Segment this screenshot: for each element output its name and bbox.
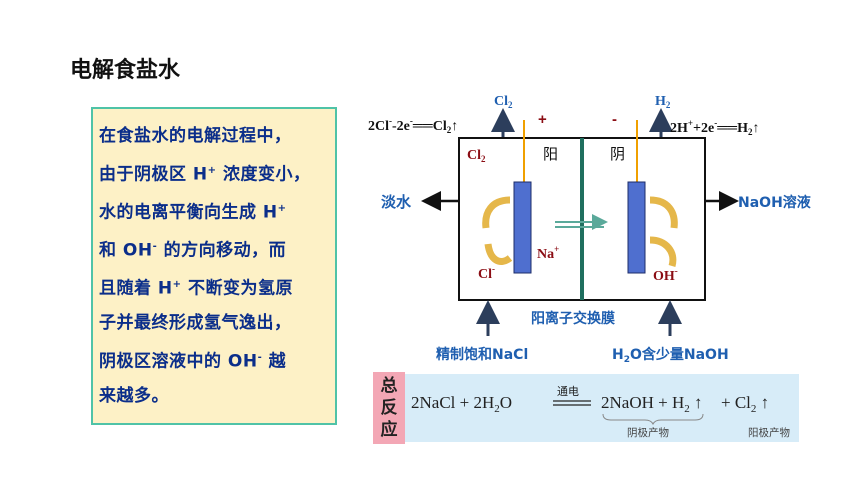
anode-electrode	[513, 181, 532, 274]
explanation-line: 水的电离平衡向生成 H+	[99, 192, 329, 230]
nacl-inlet-label: 精制饱和NaCl	[436, 346, 528, 363]
label-char-3: 应	[380, 420, 398, 440]
anode-half-equation: 2Cl--2e-══Cl2↑	[368, 116, 458, 135]
superscript: +	[172, 278, 182, 290]
fresh-water-label: 淡水	[381, 193, 412, 211]
na-ion-label: Na+	[537, 244, 559, 262]
text-segment: 和 OH	[99, 240, 153, 261]
label-char-2: 反	[380, 398, 398, 418]
explanation-line: 且随着 H+ 不断变为氢原	[99, 268, 329, 306]
oh-ion-label: OH-	[653, 266, 678, 284]
h2-outlet-label: H2	[655, 94, 671, 110]
text-segment: 浓度变小，	[216, 164, 311, 185]
label-char-1: 总	[380, 376, 398, 396]
overall-reaction-equation: 2NaCl + 2H2O 通电 2NaOH + H2 ↑ + Cl2 ↑ 阴极产…	[405, 374, 799, 442]
cl-ion-label: Cl-	[478, 264, 495, 282]
negative-sign: -	[612, 111, 617, 128]
cathode-electrode	[627, 181, 646, 274]
cl2-in-cell-label: Cl2	[467, 148, 486, 164]
overall-reaction-label: 总 反 应	[373, 372, 405, 444]
text-segment: 阴极区溶液中的 OH	[99, 351, 258, 372]
explanation-line: 子并最终形成氢气逸出，	[99, 306, 329, 341]
product-cl2: + Cl2 ↑	[721, 393, 769, 415]
cathode-curve-arrow-bottom	[649, 236, 677, 267]
cathode-product-brace	[602, 413, 704, 426]
explanation-line: 和 OH- 的方向移动，而	[99, 230, 329, 268]
text-segment: 水的电离平衡向生成 H	[99, 202, 278, 223]
anode-curve-arrow-bottom	[484, 243, 513, 265]
superscript: +	[207, 164, 217, 176]
overall-reaction-box: 总 反 应 2NaCl + 2H2O 通电 2NaOH + H2 ↑ + Cl2…	[373, 372, 799, 444]
cl2-outlet-label: Cl2	[494, 94, 513, 110]
explanation-box: 在食盐水的电解过程中，由于阴极区 H+ 浓度变小，水的电离平衡向生成 H+和 O…	[91, 107, 337, 425]
page-title: 电解食盐水	[70, 58, 181, 83]
anode-product-note: 阳极产物	[748, 426, 790, 439]
positive-sign: +	[538, 111, 547, 128]
text-segment: 由于阴极区 H	[99, 164, 208, 185]
membrane-label: 阳离子交换膜	[531, 310, 615, 327]
product-naoh-h2: 2NaOH + H2 ↑	[601, 393, 703, 415]
anode-curve-arrow-top	[482, 196, 511, 229]
cathode-curve-arrow-top	[649, 196, 678, 229]
explanation-line: 在食盐水的电解过程中，	[99, 119, 329, 154]
cathode-half-equation: 2H++2e-══H2↑	[670, 118, 759, 137]
text-segment: 越	[262, 351, 287, 372]
text-segment: 来越多。	[99, 385, 169, 406]
reactants: 2NaCl + 2H2O	[411, 393, 512, 415]
text-segment: 在食盐水的电解过程中，	[99, 126, 292, 146]
explanation-line: 来越多。	[99, 379, 329, 414]
cathode-label: 阴	[610, 145, 625, 163]
text-segment: 子并最终形成氢气逸出，	[99, 313, 292, 334]
naoh-solution-label: NaOH溶液	[738, 194, 812, 211]
anode-label: 阳	[543, 145, 558, 163]
explanation-line: 由于阴极区 H+ 浓度变小，	[99, 154, 329, 192]
text-segment: 不断变为氢原	[181, 278, 293, 299]
superscript: -	[257, 351, 263, 363]
cathode-product-note: 阴极产物	[627, 426, 669, 439]
explanation-line: 阴极区溶液中的 OH- 越	[99, 341, 329, 379]
superscript: -	[152, 240, 158, 252]
water-inlet-label: H2O含少量NaOH	[612, 346, 729, 365]
superscript: +	[277, 202, 287, 214]
condition-text: 通电	[557, 385, 579, 398]
text-segment: 的方向移动，而	[157, 240, 287, 261]
text-segment: 且随着 H	[99, 278, 173, 299]
